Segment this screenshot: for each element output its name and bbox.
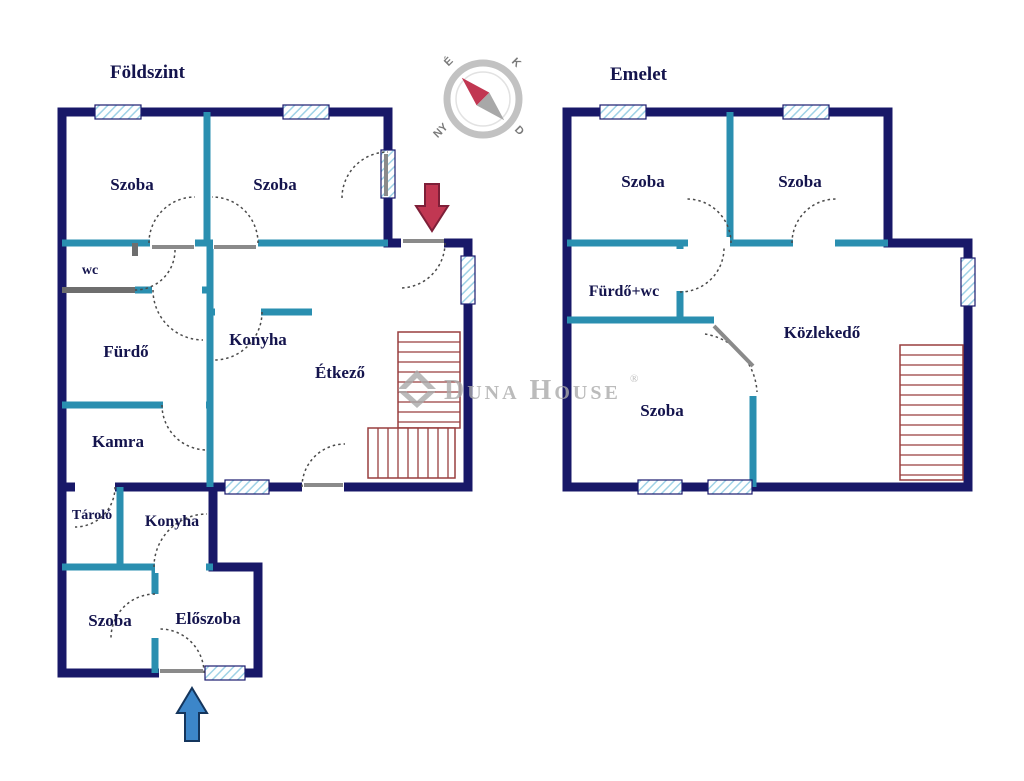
door-arc: [134, 249, 176, 291]
watermark-registered: ®: [630, 373, 638, 385]
room-label: Szoba: [621, 172, 665, 191]
door-arc: [153, 513, 208, 568]
compass-rose-icon: É K NY D: [431, 54, 526, 140]
door-gap: [163, 399, 206, 411]
room-label: Közlekedő: [784, 323, 861, 342]
room-label: Szoba: [88, 611, 132, 630]
room-label: Kamra: [92, 432, 144, 451]
entrance-arrow-red-icon: [414, 183, 450, 233]
door-arc: [399, 242, 446, 289]
window: [224, 479, 270, 495]
upper-stairs: [899, 344, 964, 481]
room-label: Szoba: [253, 175, 297, 194]
door-leaf: [712, 324, 755, 368]
door-arc: [110, 593, 156, 639]
door-gap: [75, 480, 115, 494]
door-gap: [688, 237, 730, 249]
window: [637, 479, 683, 495]
door-arc: [301, 443, 346, 488]
room-label: Szoba: [778, 172, 822, 191]
room-label: Fürdő: [103, 342, 149, 361]
compass-north-label: É: [441, 54, 455, 68]
room-label: Étkező: [315, 363, 366, 382]
upper-floor-plan: Emelet Szoba Szoba Fürdő+wc Közlekedő Sz…: [562, 64, 976, 495]
room-label: wc: [82, 263, 98, 278]
compass-east-label: K: [509, 56, 523, 70]
window: [599, 104, 647, 120]
watermark: Duna House ®: [398, 370, 638, 408]
room-label: Konyha: [229, 330, 287, 349]
door-arc: [152, 289, 204, 341]
door-gap: [215, 306, 261, 318]
compass-south-label: D: [512, 124, 526, 138]
window: [94, 104, 142, 120]
door-arc: [213, 311, 263, 361]
door-gap: [149, 594, 161, 638]
window: [460, 255, 476, 305]
compass-needle-south: [476, 92, 505, 121]
door-arc: [161, 404, 208, 451]
door-arc: [686, 198, 732, 244]
entrance-arrow-blue-icon: [175, 686, 209, 742]
floor-title: Emelet: [610, 64, 668, 85]
compass-west-label: NY: [431, 121, 451, 141]
door-gap: [152, 284, 202, 296]
window: [960, 257, 976, 307]
floor-title: Földszint: [110, 62, 186, 83]
door-arc: [159, 628, 205, 674]
ground-stairs: [367, 331, 461, 479]
watermark-brand: Duna House: [444, 375, 621, 406]
window: [707, 479, 753, 495]
upper-outer-wall: [562, 107, 973, 492]
door-gap: [155, 561, 206, 573]
window: [204, 665, 246, 681]
door-arc: [74, 486, 116, 528]
room-label: Szoba: [110, 175, 154, 194]
door-arc: [679, 247, 725, 293]
watermark-logo-icon: [398, 391, 436, 408]
door-gap: [793, 237, 835, 249]
room-label: Előszoba: [175, 609, 241, 628]
compass-needle-north: [461, 77, 490, 106]
window: [282, 104, 330, 120]
room-label: Szoba: [640, 401, 684, 420]
door-arc: [791, 198, 837, 244]
room-label: Konyha: [145, 513, 199, 530]
ground-floor-plan: Földszint Szoba Szoba wc Fürdő Konyha Ét…: [57, 62, 476, 742]
window: [782, 104, 830, 120]
watermark-logo-icon: [398, 370, 436, 389]
room-label: Fürdő+wc: [589, 283, 659, 300]
room-label: Tároló: [72, 508, 112, 523]
door-gap: [674, 249, 686, 291]
